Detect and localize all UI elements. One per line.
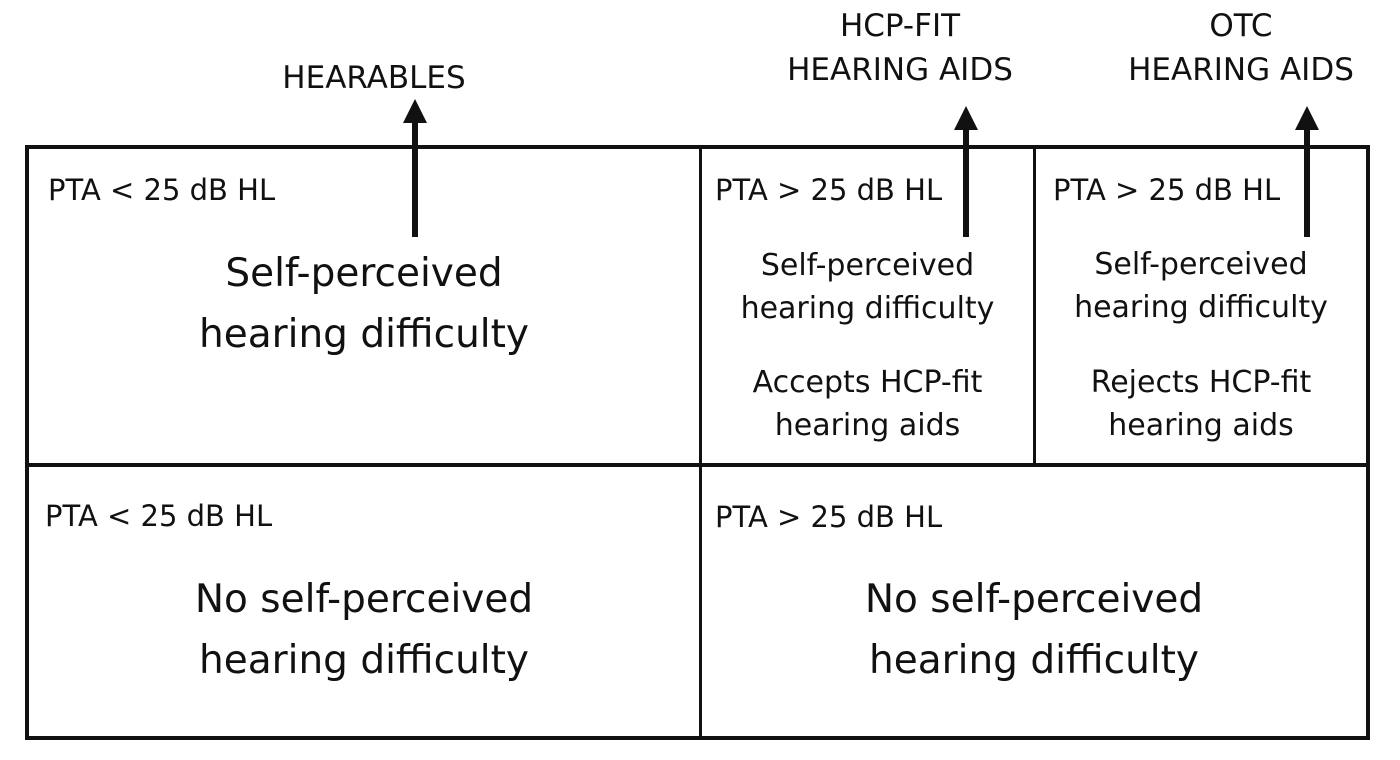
description-line-1: No self-perceived (194, 577, 534, 622)
arrow-to-hcp-fit-hearing-aids (954, 106, 978, 237)
description-line-2: hearing difficulty (198, 638, 529, 683)
arrow-head (403, 99, 427, 123)
decision-line-2: hearing aids (774, 408, 961, 443)
arrow-to-otc-hearing-aids (1295, 106, 1319, 237)
description-line-1: No self-perceived (864, 577, 1204, 622)
cell-description: Self-perceived hearing difficulty (702, 244, 1033, 330)
cell-top-right: PTA > 25 dB HL Self-perceived hearing di… (1036, 149, 1366, 463)
hearables-label-line: HEARABLES (282, 60, 466, 96)
arrow-shaft (1304, 128, 1310, 237)
pta-threshold-label: PTA < 25 dB HL (48, 173, 276, 207)
cell-bottom-right: PTA > 25 dB HL No self-perceived hearing… (702, 467, 1366, 736)
hearables-label: HEARABLES (274, 56, 474, 100)
description-line-2: hearing difficulty (1074, 290, 1328, 325)
description-line-1: Self-perceived (1094, 247, 1308, 282)
vertical-divider-center (699, 145, 702, 740)
decision-line-1: Accepts HCP-fit (752, 365, 983, 400)
description-line-1: Self-perceived (225, 251, 503, 296)
decision-line-1: Rejects HCP-fit (1090, 365, 1312, 400)
arrow-to-hearables (403, 99, 427, 237)
cell-description: Self-perceived hearing difficulty (1036, 243, 1366, 329)
arrow-head (954, 106, 978, 130)
cell-description: No self-perceived hearing difficulty (29, 569, 699, 691)
description-line-1: Self-perceived (760, 248, 975, 283)
otc-label-line-1: OTC (1209, 8, 1273, 44)
pta-threshold-label: PTA > 25 dB HL (715, 173, 943, 207)
arrow-shaft (963, 128, 969, 237)
cell-bottom-left: PTA < 25 dB HL No self-perceived hearing… (29, 467, 699, 736)
hcp-fit-label-line-1: HCP-FIT (839, 8, 961, 44)
cell-top-middle: PTA > 25 dB HL Self-perceived hearing di… (702, 149, 1033, 463)
description-line-2: hearing difficulty (868, 638, 1199, 683)
pta-threshold-label: PTA < 25 dB HL (45, 499, 273, 533)
arrow-shaft (412, 121, 418, 237)
cell-description: Self-perceived hearing difficulty (29, 243, 699, 365)
quadrant-grid (25, 145, 1370, 740)
horizontal-divider (25, 463, 1370, 467)
otc-label-line-2: HEARING AIDS (1128, 52, 1354, 88)
cell-top-left: PTA < 25 dB HL Self-perceived hearing di… (29, 149, 699, 463)
hcp-fit-label-line-2: HEARING AIDS (787, 52, 1013, 88)
description-line-2: hearing difficulty (740, 291, 995, 326)
pta-threshold-label: PTA > 25 dB HL (715, 500, 943, 534)
otc-hearing-aids-label: OTC HEARING AIDS (1112, 4, 1370, 92)
decision-line-2: hearing aids (1108, 408, 1294, 443)
description-line-2: hearing difficulty (198, 312, 529, 357)
vertical-divider-top-right (1033, 145, 1036, 465)
hcp-decision-text: Rejects HCP-fit hearing aids (1036, 361, 1366, 447)
hcp-decision-text: Accepts HCP-fit hearing aids (702, 361, 1033, 447)
cell-description: No self-perceived hearing difficulty (702, 569, 1366, 691)
arrow-head (1295, 106, 1319, 130)
pta-threshold-label: PTA > 25 dB HL (1053, 173, 1281, 207)
hcp-fit-hearing-aids-label: HCP-FIT HEARING AIDS (770, 4, 1030, 92)
